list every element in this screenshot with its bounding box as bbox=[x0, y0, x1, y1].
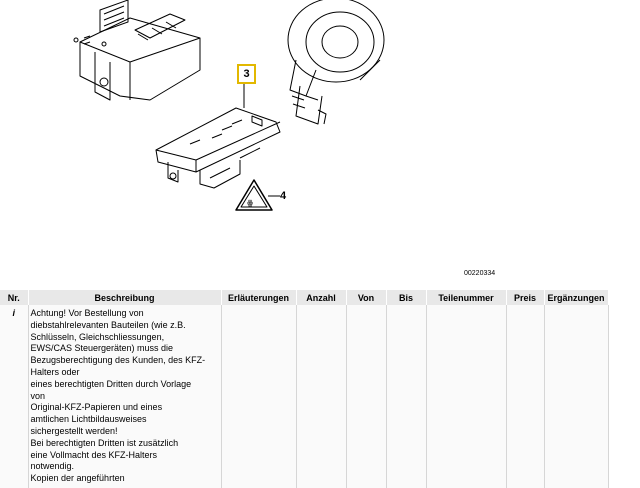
description-line: Bezugsberechtigung des Kunden, des KFZ- bbox=[30, 355, 206, 366]
callout-4-label[interactable]: 4 bbox=[280, 190, 287, 202]
description-line: EWS/CAS Steuergeräten) muss die bbox=[30, 343, 174, 354]
header-von: Von bbox=[346, 290, 387, 305]
header-bis: Bis bbox=[386, 290, 427, 305]
description-line: Original-KFZ-Papieren und eines bbox=[30, 402, 163, 413]
description-line: Schlüsseln, Gleichschliessungen, bbox=[30, 331, 165, 342]
cell-anzahl bbox=[295, 305, 346, 488]
header-erlaeuterungen: Erläuterungen bbox=[221, 290, 297, 305]
exploded-view-drawing: ꙮ bbox=[73, 0, 385, 211]
description-line: von bbox=[30, 390, 46, 401]
table-row: i Achtung! Vor Bestellung von diebstahlr… bbox=[0, 305, 609, 488]
cell-nr: i bbox=[0, 305, 28, 488]
cell-erlaeuterungen bbox=[220, 305, 296, 488]
parts-diagram: ꙮ 3 4 00220334 bbox=[73, 0, 496, 277]
cell-preis bbox=[505, 305, 544, 488]
warning-label-part: ꙮ bbox=[235, 179, 273, 211]
description-line: Halters oder bbox=[30, 366, 80, 377]
description-line: eines berechtigten Dritten durch Vorlage bbox=[30, 378, 192, 389]
cell-ergaenzungen bbox=[543, 305, 609, 488]
description-line: eine Vollmacht des KFZ-Halters bbox=[30, 449, 158, 460]
svg-text:ꙮ: ꙮ bbox=[247, 199, 253, 207]
table-header-row: Nr. Beschreibung Erläuterungen Anzahl Vo… bbox=[0, 290, 609, 305]
image-reference-code: 00220334 bbox=[464, 270, 496, 277]
description-line: amtlichen Lichtbildausweises bbox=[30, 414, 147, 425]
parts-table: Nr. Beschreibung Erläuterungen Anzahl Vo… bbox=[0, 290, 609, 488]
header-teilenummer: Teilenummer bbox=[426, 290, 507, 305]
header-beschreibung: Beschreibung bbox=[28, 290, 222, 305]
callout-3-label[interactable]: 3 bbox=[237, 64, 256, 84]
header-anzahl: Anzahl bbox=[296, 290, 347, 305]
header-ergaenzungen: Ergänzungen bbox=[544, 290, 609, 305]
cell-bis bbox=[385, 305, 426, 488]
cell-von bbox=[345, 305, 386, 488]
cell-beschreibung: Achtung! Vor Bestellung von diebstahlrel… bbox=[27, 305, 221, 488]
description-line: sichergestellt werden! bbox=[30, 425, 118, 436]
header-nr: Nr. bbox=[0, 290, 29, 305]
control-module-part bbox=[155, 107, 281, 189]
description-line: Bei berechtigten Dritten ist zusätzlich bbox=[30, 437, 179, 448]
description-line: notwendig. bbox=[30, 461, 75, 472]
ignition-lock-part bbox=[287, 0, 385, 125]
control-unit-part bbox=[73, 0, 201, 101]
description-line: Kopien der angeführten bbox=[30, 473, 125, 484]
description-line: Achtung! Vor Bestellung von bbox=[30, 308, 144, 318]
description-line: diebstahlrelevanten Bauteilen (wie z.B. bbox=[30, 319, 186, 330]
cell-teilenummer bbox=[425, 305, 506, 488]
header-preis: Preis bbox=[506, 290, 545, 305]
